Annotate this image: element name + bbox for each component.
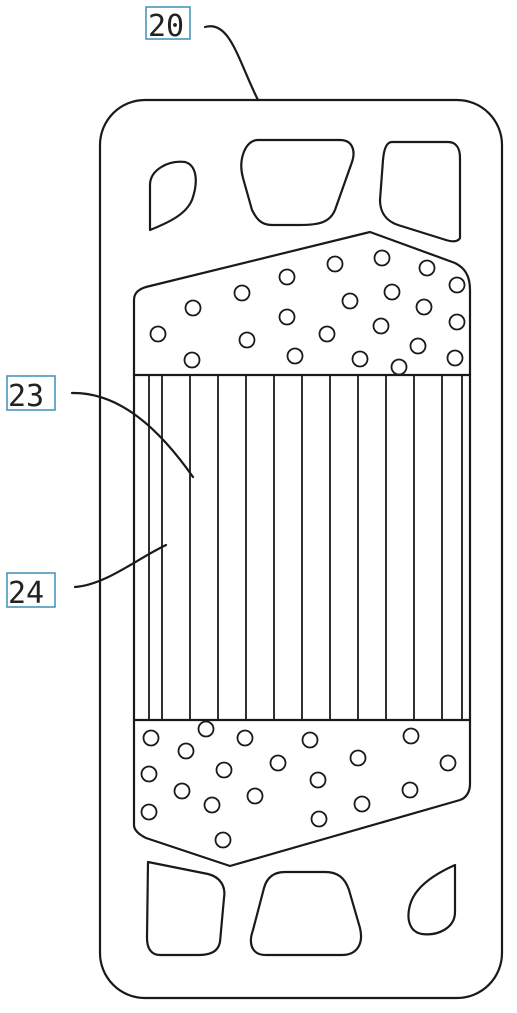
dimple bbox=[184, 299, 202, 317]
label-24-leader bbox=[73, 543, 168, 589]
label-23-leader bbox=[70, 391, 195, 479]
dimple bbox=[318, 325, 336, 343]
dimple bbox=[309, 771, 327, 789]
dimple bbox=[446, 349, 464, 367]
dimple bbox=[390, 358, 408, 376]
dimple bbox=[401, 781, 419, 799]
dimple bbox=[278, 268, 296, 286]
plate-outline bbox=[98, 98, 504, 1000]
dimple bbox=[149, 325, 167, 343]
label-23-callout: 23 bbox=[6, 375, 195, 479]
dimple bbox=[278, 308, 296, 326]
bottom-right-port bbox=[407, 863, 457, 936]
label-23-text: 23 bbox=[8, 379, 44, 414]
label-20-text: 20 bbox=[148, 9, 184, 44]
dimple bbox=[142, 729, 160, 747]
dimple bbox=[214, 831, 232, 849]
dimple bbox=[236, 729, 254, 747]
dimple bbox=[349, 749, 367, 767]
dimple bbox=[448, 313, 466, 331]
label-24-box bbox=[6, 572, 56, 608]
channel-region bbox=[132, 373, 472, 722]
label-20-box bbox=[145, 6, 191, 40]
dimple bbox=[341, 292, 359, 310]
dimple bbox=[310, 810, 328, 828]
dimple bbox=[177, 742, 195, 760]
dimple bbox=[351, 350, 369, 368]
dimple bbox=[197, 720, 215, 738]
dimple bbox=[383, 283, 401, 301]
dimple bbox=[238, 331, 256, 349]
dimple bbox=[269, 754, 287, 772]
label-20-callout: 20 bbox=[145, 6, 260, 102]
label-20-leader bbox=[203, 25, 260, 102]
upper-distribution-area bbox=[132, 230, 472, 377]
dimple bbox=[353, 795, 371, 813]
dimple bbox=[373, 249, 391, 267]
dimple bbox=[233, 284, 251, 302]
dimple bbox=[448, 276, 466, 294]
label-24-text: 24 bbox=[8, 576, 44, 611]
dimple bbox=[415, 298, 433, 316]
dimple bbox=[140, 803, 158, 821]
dimple bbox=[402, 727, 420, 745]
top-left-port bbox=[148, 160, 197, 232]
dimple-pattern bbox=[140, 249, 466, 849]
dimple bbox=[140, 765, 158, 783]
dimple bbox=[301, 731, 319, 749]
label-23-box bbox=[6, 375, 56, 411]
dimple bbox=[409, 337, 427, 355]
dimple bbox=[183, 351, 201, 369]
dimple bbox=[246, 787, 264, 805]
top-center-port bbox=[240, 138, 355, 227]
dimple bbox=[326, 255, 344, 273]
bottom-center-port bbox=[249, 870, 363, 957]
lower-distribution-area bbox=[132, 718, 472, 868]
dimple bbox=[215, 761, 233, 779]
bottom-left-port bbox=[145, 860, 226, 957]
dimple bbox=[418, 259, 436, 277]
dimple bbox=[203, 796, 221, 814]
label-24-callout: 24 bbox=[6, 543, 168, 611]
dimple bbox=[173, 782, 191, 800]
dimple bbox=[439, 754, 457, 772]
dimple bbox=[372, 317, 390, 335]
dimple bbox=[286, 347, 304, 365]
top-right-port bbox=[378, 140, 462, 243]
